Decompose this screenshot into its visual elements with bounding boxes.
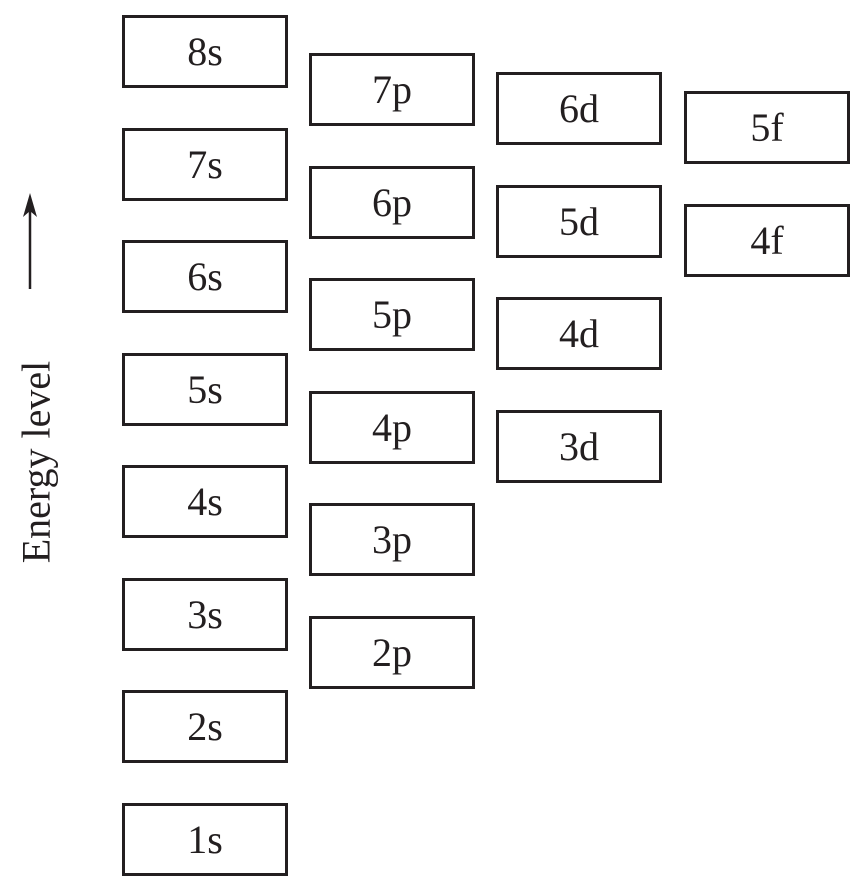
- axis-label-energy-level: Energy level: [13, 360, 59, 564]
- orbital-label: 1s: [187, 816, 223, 862]
- orbital-box-6s: 6s: [122, 240, 288, 313]
- orbital-label: 4f: [750, 217, 784, 263]
- orbital-label: 6p: [372, 179, 412, 225]
- orbital-label: 6d: [559, 85, 599, 131]
- orbital-label: 3p: [372, 516, 412, 562]
- orbital-label: 2p: [372, 629, 412, 675]
- orbital-box-4s: 4s: [122, 465, 288, 538]
- orbital-box-3p: 3p: [309, 503, 475, 576]
- orbital-box-4p: 4p: [309, 391, 475, 464]
- orbital-label: 3d: [559, 423, 599, 469]
- orbital-label: 4p: [372, 404, 412, 450]
- orbital-label: 2s: [187, 703, 223, 749]
- orbital-label: 4d: [559, 310, 599, 356]
- orbital-box-3d: 3d: [496, 410, 662, 483]
- orbital-box-4d: 4d: [496, 297, 662, 370]
- orbital-label: 5s: [187, 366, 223, 412]
- orbital-label: 5p: [372, 291, 412, 337]
- orbital-box-8s: 8s: [122, 15, 288, 88]
- orbital-label: 4s: [187, 478, 223, 524]
- orbital-box-6d: 6d: [496, 72, 662, 145]
- orbital-box-5f: 5f: [684, 91, 850, 164]
- orbital-box-7p: 7p: [309, 53, 475, 126]
- orbital-label: 5d: [559, 198, 599, 244]
- orbital-label: 7p: [372, 66, 412, 112]
- orbital-box-6p: 6p: [309, 166, 475, 239]
- orbital-label: 6s: [187, 253, 223, 299]
- orbital-box-5d: 5d: [496, 185, 662, 258]
- orbital-label: 3s: [187, 591, 223, 637]
- orbital-box-5p: 5p: [309, 278, 475, 351]
- orbital-box-7s: 7s: [122, 128, 288, 201]
- orbital-box-2s: 2s: [122, 690, 288, 763]
- orbital-box-5s: 5s: [122, 353, 288, 426]
- orbital-label: 5f: [750, 104, 784, 150]
- up-arrow-icon: [23, 193, 37, 289]
- orbital-label: 8s: [187, 28, 223, 74]
- orbital-box-1s: 1s: [122, 803, 288, 876]
- orbital-box-3s: 3s: [122, 578, 288, 651]
- orbital-box-4f: 4f: [684, 204, 850, 277]
- orbital-label: 7s: [187, 141, 223, 187]
- orbital-box-2p: 2p: [309, 616, 475, 689]
